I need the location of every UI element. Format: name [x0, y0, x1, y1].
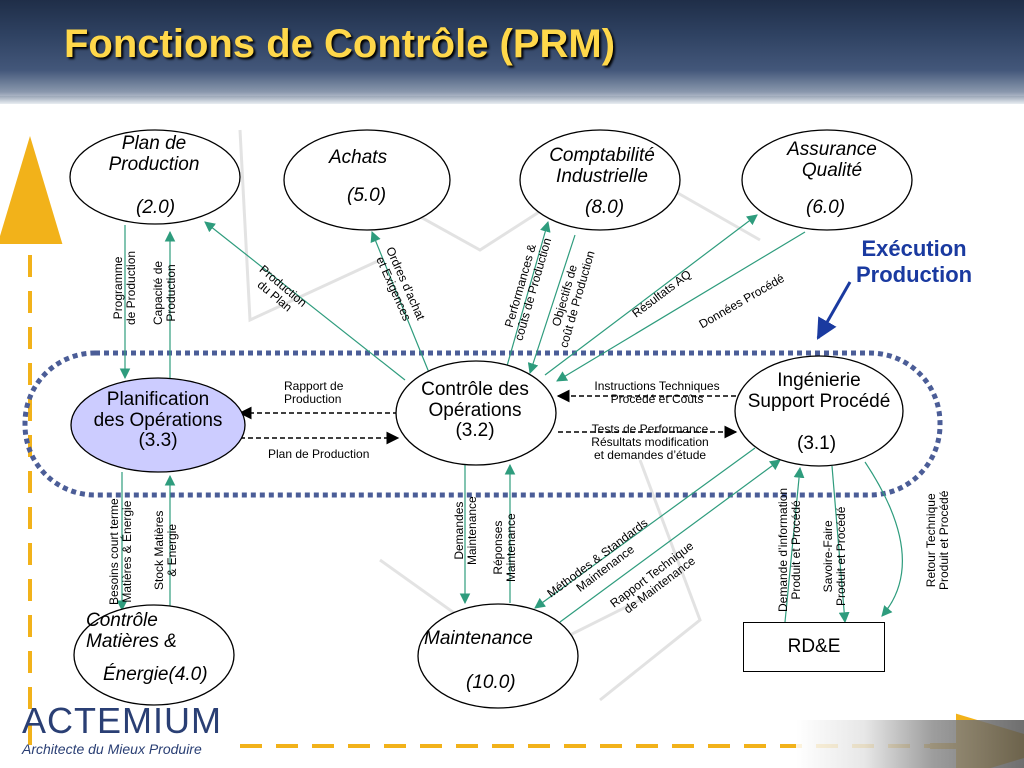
corner-photo — [796, 720, 1024, 768]
flow-label-plan-de-production: Plan de Production — [268, 447, 370, 461]
actemium-logo: ACTEMIUM Architecte du Mieux Produire — [22, 700, 222, 758]
node-controle-matieres — [73, 604, 235, 706]
achats-title: Achats — [329, 147, 388, 168]
flow-arrows — [116, 214, 903, 624]
slide-title: Fonctions de Contrôle (PRM) — [64, 22, 616, 66]
dashed-arrows — [232, 389, 738, 445]
node-achats — [283, 129, 451, 231]
achats-number: (5.0) — [347, 185, 387, 206]
flow-label-stock: Stock Matières& Energie — [152, 510, 180, 590]
node-ingenierie — [734, 355, 904, 467]
comptabilite-number: (8.0) — [585, 197, 625, 218]
node-controle-operations — [395, 360, 557, 466]
node-rde: RD&E — [743, 622, 885, 672]
node-plan-production — [69, 129, 241, 225]
logo-name: ACTEMIUM — [22, 700, 222, 741]
rde-label: RD&E — [787, 636, 841, 657]
ingenierie-number: (3.1) — [797, 433, 837, 454]
maintenance-title: Maintenance — [424, 628, 533, 649]
plan-production-number: (2.0) — [136, 197, 176, 218]
execution-pointer-arrow — [816, 281, 852, 340]
execution-production-band — [22, 350, 943, 498]
node-maintenance — [417, 603, 579, 709]
controle-matieres-line3: Énergie(4.0) — [103, 664, 208, 685]
maintenance-number: (10.0) — [466, 672, 516, 693]
node-planification — [70, 377, 246, 473]
title-bar — [0, 0, 1024, 100]
logo-tagline: Architecte du Mieux Produire — [22, 741, 202, 757]
node-comptabilite — [519, 129, 681, 231]
assurance-number: (6.0) — [806, 197, 846, 218]
node-assurance-qualite — [741, 129, 913, 231]
title-bar-divider — [0, 96, 1024, 104]
